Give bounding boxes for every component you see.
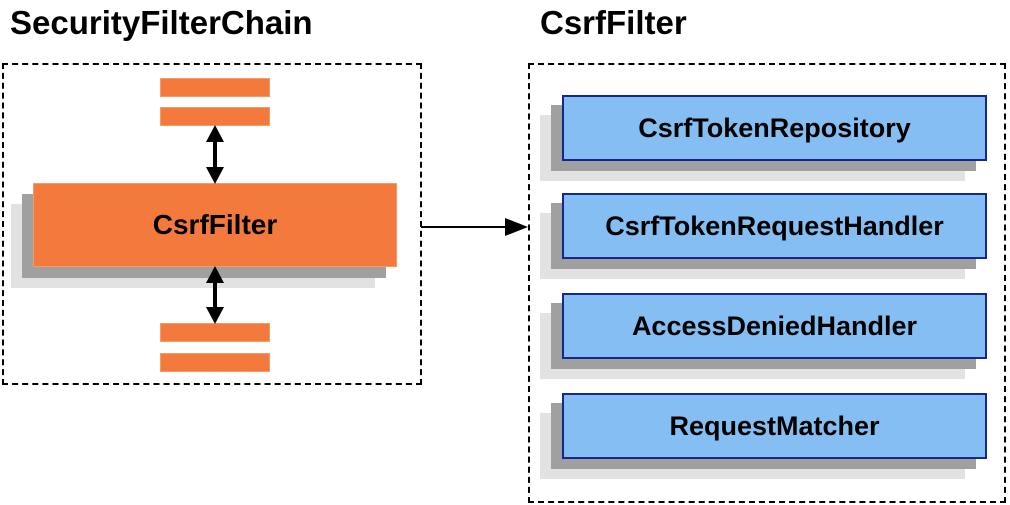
csrf-filter-box-label: CsrfFilter <box>152 209 278 240</box>
csrf-token-repository-box: CsrfTokenRepository <box>562 95 987 161</box>
right-panel-title: CsrfFilter <box>540 4 687 41</box>
left-panel-title: SecurityFilterChain <box>10 4 313 41</box>
blue-box-label: CsrfTokenRepository <box>638 112 911 143</box>
blue-box-label: AccessDeniedHandler <box>631 310 918 341</box>
filter-stub-bar <box>160 323 270 342</box>
filter-stub-bar <box>160 78 270 97</box>
filter-stub-bar <box>160 107 270 126</box>
request-matcher-box: RequestMatcher <box>562 393 987 459</box>
filter-stub-bar <box>160 353 270 372</box>
security-filter-chain-frame <box>2 63 422 385</box>
csrf-filter-box: CsrfFilter <box>33 183 397 267</box>
csrf-filter-frame <box>528 63 1006 503</box>
access-denied-handler-box: AccessDeniedHandler <box>562 293 987 359</box>
blue-box-label: CsrfTokenRequestHandler <box>605 210 944 241</box>
blue-box-label: RequestMatcher <box>669 410 880 441</box>
right-arrow-icon <box>421 218 528 236</box>
csrf-token-request-handler-box: CsrfTokenRequestHandler <box>562 193 987 259</box>
